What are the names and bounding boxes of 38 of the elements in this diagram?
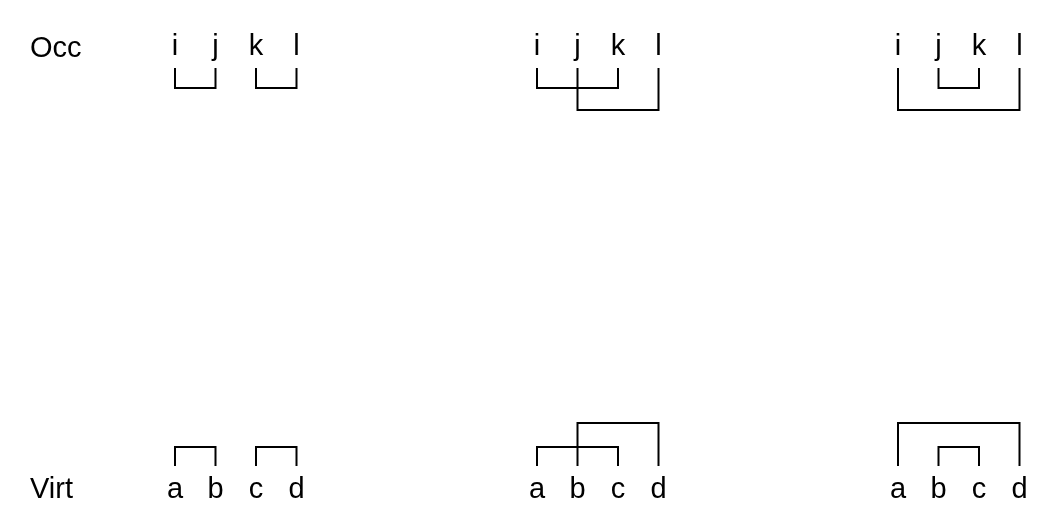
contraction-bracket — [536, 446, 619, 467]
index-letter: l — [646, 31, 671, 68]
row-label: Occ — [30, 33, 82, 62]
contraction-bracket — [174, 446, 217, 467]
index-letter: b — [565, 466, 590, 503]
contraction-bracket — [897, 67, 1021, 111]
index-letter: d — [284, 466, 309, 503]
index-letter: j — [565, 31, 590, 68]
index-letter: b — [203, 466, 228, 503]
index-letter: b — [926, 466, 951, 503]
index-letter: l — [284, 31, 309, 68]
contraction-bracket — [937, 67, 980, 89]
row-label: Virt — [30, 474, 73, 503]
contraction-bracket — [174, 67, 217, 89]
index-letter: d — [646, 466, 671, 503]
contraction-bracket — [255, 67, 298, 89]
index-letter: c — [244, 466, 268, 503]
index-letter: a — [163, 466, 187, 503]
index-letter: k — [606, 31, 630, 68]
index-letter: a — [525, 466, 549, 503]
index-letter: a — [886, 466, 910, 503]
index-letter: c — [967, 466, 991, 503]
index-letter: i — [525, 31, 549, 68]
contraction-bracket — [255, 446, 298, 467]
index-letter: k — [967, 31, 991, 68]
index-letter: k — [244, 31, 268, 68]
index-letter: i — [163, 31, 187, 68]
index-letter: d — [1007, 466, 1032, 503]
index-letter: c — [606, 466, 630, 503]
contraction-bracket — [536, 67, 619, 89]
contraction-bracket — [576, 422, 660, 467]
contraction-bracket — [576, 67, 660, 111]
index-letter: l — [1007, 31, 1032, 68]
index-letter: j — [926, 31, 951, 68]
contraction-bracket — [897, 422, 1021, 467]
index-letter: j — [203, 31, 228, 68]
index-letter: i — [886, 31, 910, 68]
contraction-bracket — [937, 446, 980, 467]
